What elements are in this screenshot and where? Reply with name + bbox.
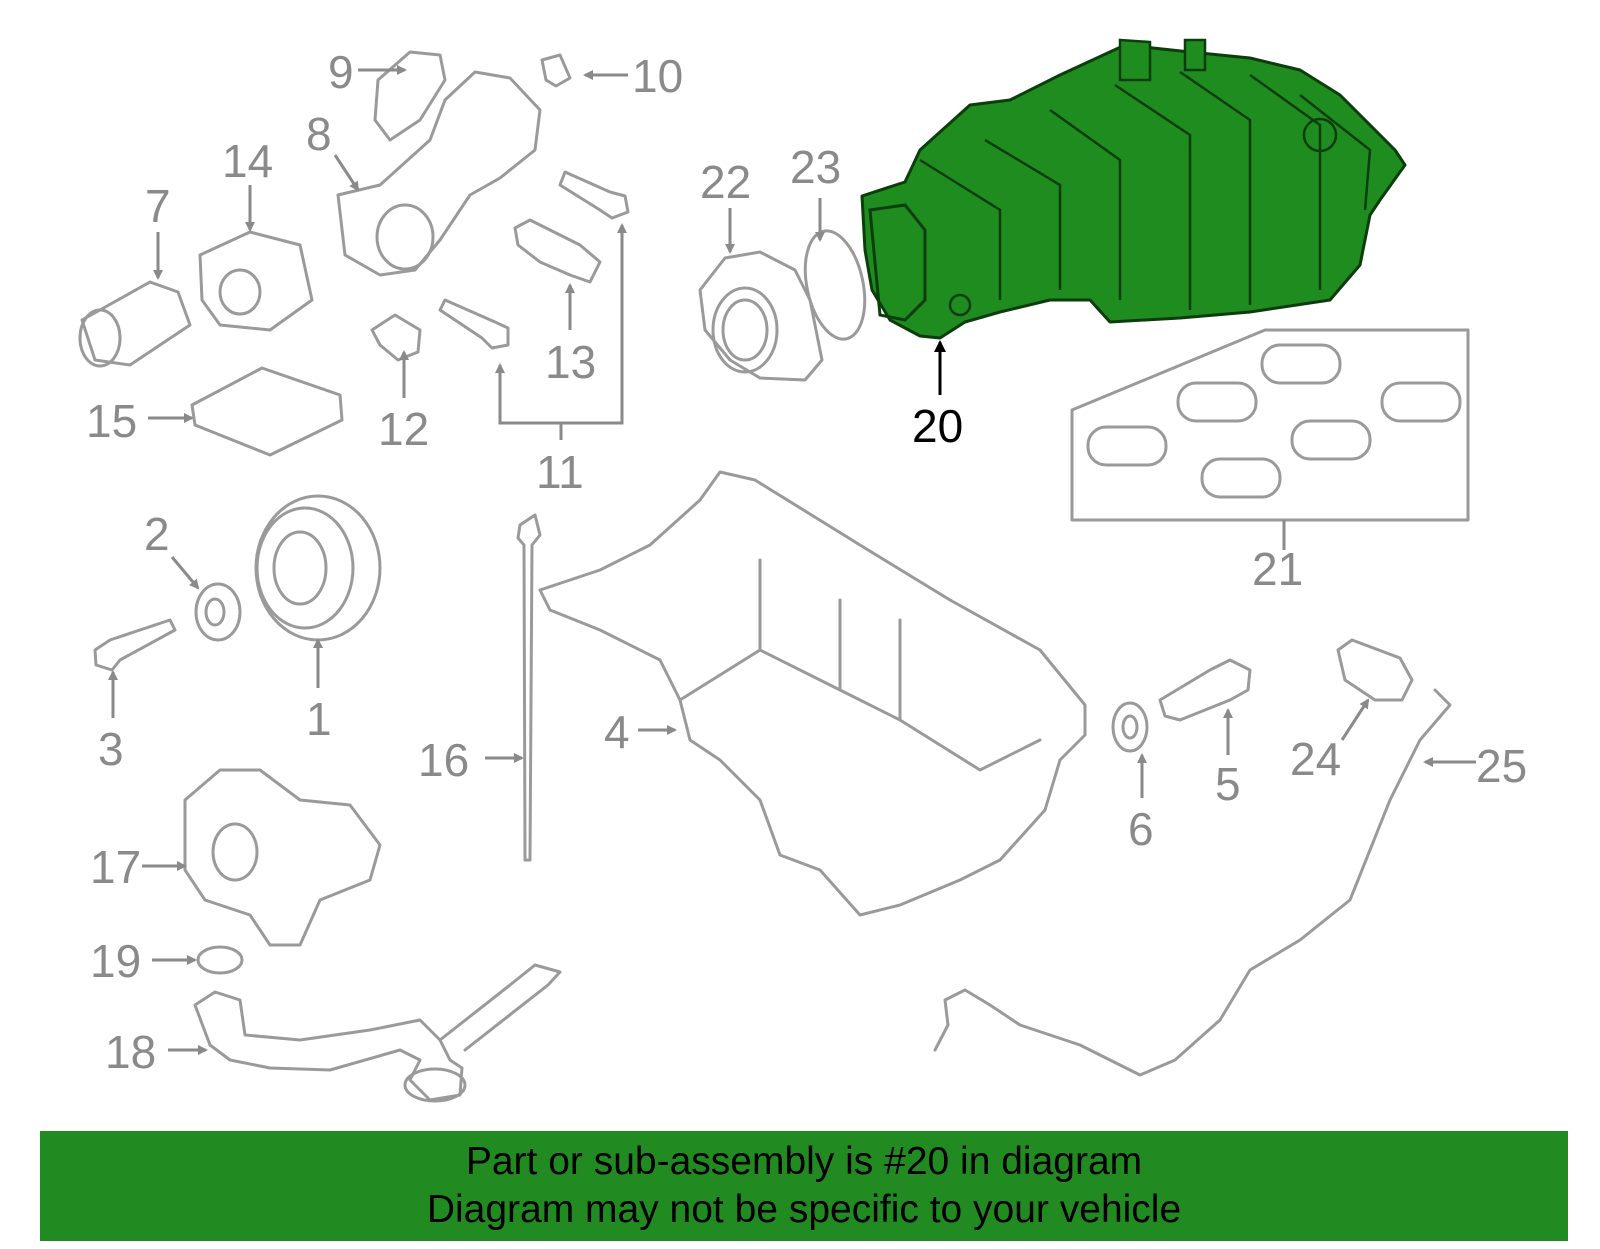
callout-1: 1 <box>306 693 332 745</box>
callout-25: 25 <box>1476 740 1527 792</box>
callout-12: 12 <box>378 403 429 455</box>
banner-line-2: Diagram may not be specific to your vehi… <box>426 1188 1182 1231</box>
gasket-set-part-21[interactable] <box>1070 328 1470 522</box>
oil-pump-part-17[interactable] <box>183 768 382 947</box>
callout-5: 5 <box>1215 758 1241 810</box>
callout-16: 16 <box>418 734 469 786</box>
seal-washer-part-6[interactable] <box>1111 701 1149 753</box>
o-ring-part-23[interactable] <box>796 225 874 344</box>
callout-2: 2 <box>144 508 170 560</box>
plug-part-12[interactable] <box>370 313 422 362</box>
sensor-part-13[interactable] <box>513 218 602 284</box>
oil-filter-part-7[interactable] <box>78 280 192 368</box>
wiring-harness-part-25[interactable] <box>933 688 1452 1077</box>
bolts-part-11[interactable] <box>438 170 630 350</box>
callout-14: 14 <box>222 135 273 187</box>
callout-15: 15 <box>86 395 137 447</box>
callout-24: 24 <box>1290 733 1341 785</box>
bolt-part-3[interactable] <box>93 618 177 672</box>
callout-7: 7 <box>145 180 171 232</box>
oil-filter-housing-part-8[interactable] <box>336 70 542 277</box>
info-banner: Part or sub-assembly is #20 in diagram D… <box>40 1131 1568 1241</box>
crank-pulley-part-1[interactable] <box>254 494 382 642</box>
throttle-body-part-22[interactable] <box>698 250 824 382</box>
clip-part-10[interactable] <box>540 53 572 88</box>
leader-lines <box>108 65 1476 1055</box>
callout-17: 17 <box>90 841 141 893</box>
oil-pan-part-4[interactable] <box>538 470 1087 917</box>
o-ring-part-19[interactable] <box>196 945 244 975</box>
dipstick-part-16[interactable] <box>516 513 542 862</box>
callout-22: 22 <box>700 156 751 208</box>
drain-plug-part-5[interactable] <box>1158 658 1252 722</box>
callout-4: 4 <box>604 706 630 758</box>
callout-10: 10 <box>632 50 683 102</box>
callout-8: 8 <box>306 108 332 160</box>
oil-pressure-sensor-part-24[interactable] <box>1336 638 1414 702</box>
seal-part-9[interactable] <box>373 50 447 142</box>
oil-pickup-tube-part-18[interactable] <box>193 963 562 1103</box>
callout-3: 3 <box>98 723 124 775</box>
callout-9: 9 <box>328 46 354 98</box>
callout-21: 21 <box>1252 543 1303 595</box>
intake-manifold-part-20[interactable] <box>860 38 1407 340</box>
callout-6: 6 <box>1128 803 1154 855</box>
callout-23: 23 <box>790 141 841 193</box>
parts-diagram: 9 10 8 14 7 22 23 13 15 12 20 11 2 21 4 … <box>78 38 1527 1103</box>
callout-11: 11 <box>536 446 584 498</box>
washer-part-2[interactable] <box>194 582 242 642</box>
oil-cooler-part-14[interactable] <box>198 230 314 332</box>
callout-18: 18 <box>105 1026 156 1078</box>
callout-19: 19 <box>90 935 141 987</box>
callout-13: 13 <box>545 336 596 388</box>
cooler-gasket-part-15[interactable] <box>190 366 344 457</box>
banner-line-1: Part or sub-assembly is #20 in diagram <box>465 1140 1143 1183</box>
callout-20: 20 <box>912 400 963 452</box>
